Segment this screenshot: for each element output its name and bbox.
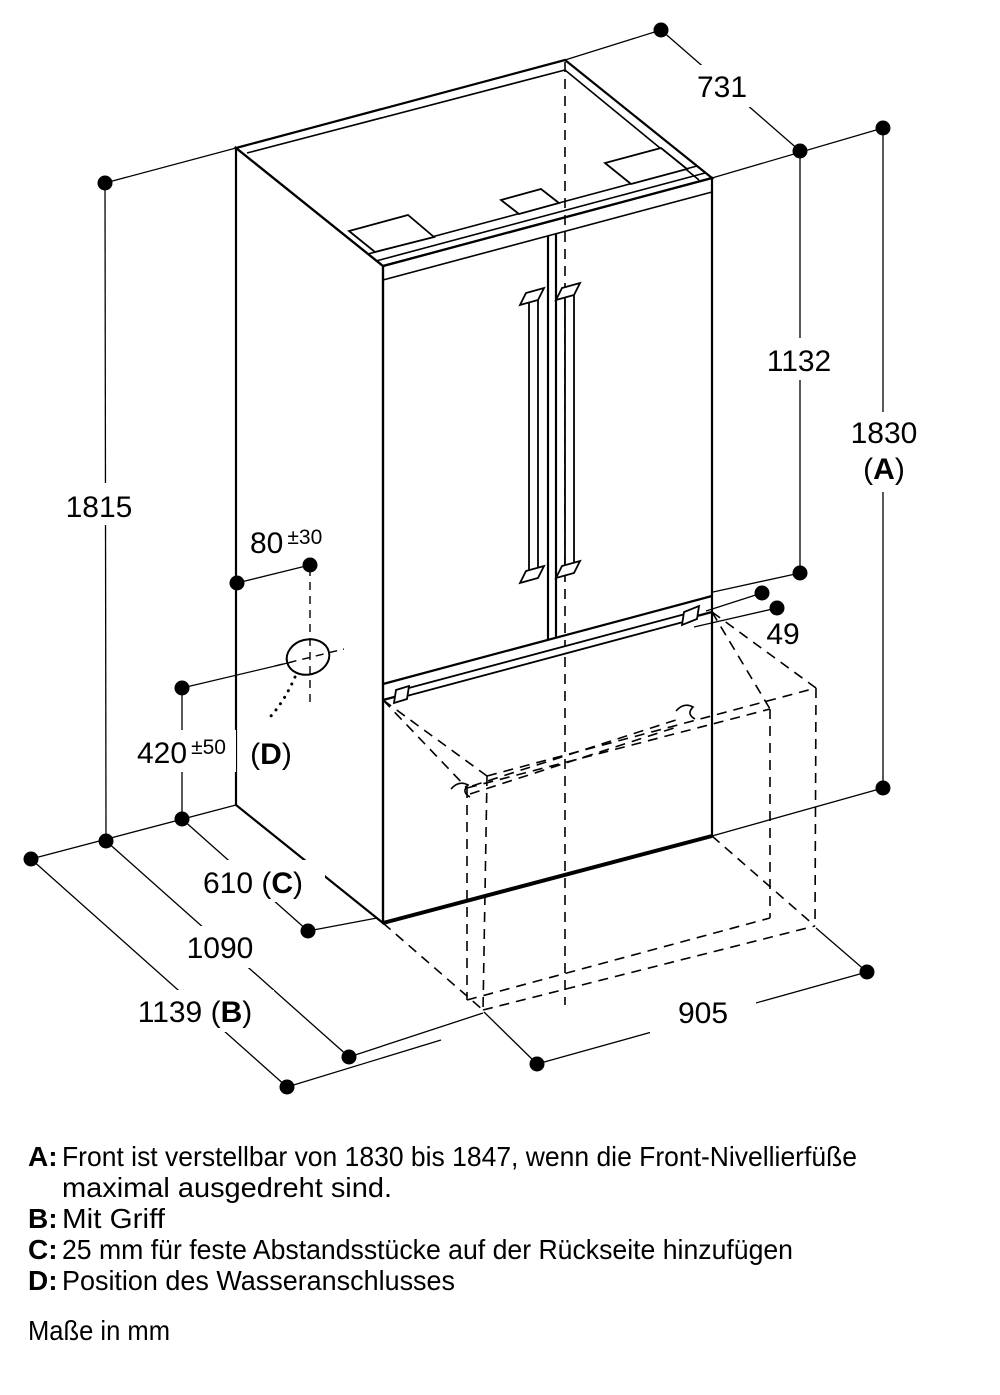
dimension-label-backgrounds (50, 65, 927, 1033)
legend-item-c: C: 25 mm für feste Abstandsstücke auf de… (28, 1234, 793, 1265)
left-door-handle-bottom-bracket (518, 564, 546, 585)
label-905: 905 (678, 997, 728, 1030)
freezer-drawer-handle (392, 604, 701, 705)
label-1830-ref: (A) (863, 453, 905, 486)
label-420: 420±50 (137, 736, 226, 770)
left-door-handle (518, 286, 546, 585)
water-connection-dotted-leader (269, 675, 297, 718)
legend-item-a: A: Front ist verstellbar von 1830 bis 18… (28, 1141, 857, 1203)
label-80: 80±30 (250, 526, 322, 560)
label-49: 49 (766, 618, 799, 651)
legend-text-a2: maximal ausgedreht sind. (62, 1172, 392, 1203)
freezer-drawer-handle-right-bracket (680, 604, 701, 627)
left-door-handle-top-bracket (518, 286, 546, 307)
door-top-band-front (375, 172, 706, 262)
hinge-right (603, 147, 689, 185)
legend-text-d: Position des Wasseranschlusses (62, 1265, 455, 1296)
label-1815: 1815 (66, 491, 133, 524)
door-bottom-edge (382, 594, 713, 686)
right-door-handle (554, 281, 582, 580)
top-face-rim (246, 69, 700, 181)
dim-49 (693, 592, 778, 628)
legend-key-a: A: (28, 1141, 58, 1172)
right-door-handle-bottom-bracket (554, 559, 582, 580)
french-doors (382, 191, 713, 705)
hinge-center (499, 188, 561, 215)
right-door-handle-bar (564, 291, 575, 571)
cabinet (233, 58, 715, 926)
label-1139: 1139 (B) (138, 996, 253, 1029)
units-note: Maße in mm (28, 1315, 170, 1346)
legend-text-b: Mit Griff (62, 1203, 165, 1234)
dim-1139 (30, 858, 442, 1088)
label-1132: 1132 (767, 345, 832, 378)
legend-item-b: B: Mit Griff (28, 1203, 165, 1234)
legend-key-c: C: (28, 1234, 58, 1265)
dimension-dots (23, 22, 891, 1095)
open-drawer-handle-bracket-left (450, 782, 471, 798)
freezer-drawer-handle-left-bracket (392, 684, 411, 705)
legend-key-b: B: (28, 1203, 58, 1234)
legend-text-c: 25 mm für feste Abstandsstücke auf der R… (62, 1234, 793, 1265)
legend-text-a1: Front ist verstellbar von 1830 bis 1847,… (62, 1141, 857, 1172)
hinge-left (347, 214, 436, 253)
open-drawer-handle (450, 704, 696, 798)
right-door-handle-top-bracket (554, 281, 582, 302)
dim-80 (236, 564, 311, 584)
open-drawer-handle-bracket-right (675, 704, 696, 720)
legend-key-d: D: (28, 1265, 58, 1296)
left-door-handle-bar (528, 295, 539, 575)
dimension-labels: 731 1132 1830 (A) 1815 80±30 420±50 (D) … (66, 71, 918, 1030)
cabinet-front-bottom-edge (382, 834, 713, 925)
label-610: 610 (C) (203, 867, 303, 900)
legend: A: Front ist verstellbar von 1830 bis 18… (28, 1141, 857, 1346)
label-1090: 1090 (187, 932, 254, 965)
water-connection-circle (285, 638, 331, 676)
label-731: 731 (697, 71, 747, 104)
water-connection (269, 568, 345, 718)
legend-item-d: D: Position des Wasseranschlusses (28, 1265, 455, 1296)
label-1830: 1830 (851, 417, 918, 450)
label-d-position: (D) (250, 738, 292, 771)
open-drawer-inner-box (382, 611, 771, 1001)
